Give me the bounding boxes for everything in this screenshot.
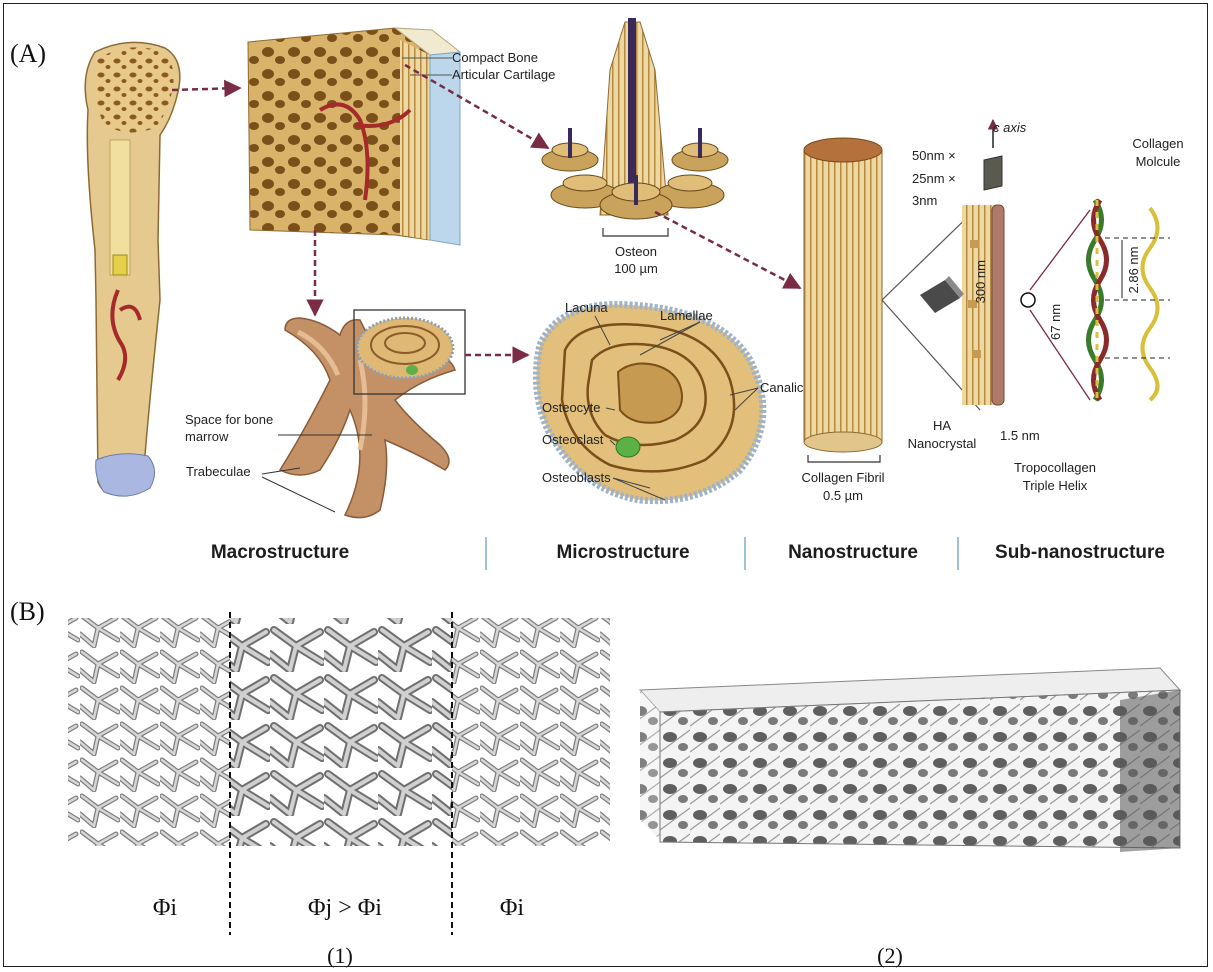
label-collagen-molecule-1: Collagen xyxy=(1132,136,1183,151)
label-space-marrow-2: marrow xyxy=(185,429,229,444)
panel-b-tag: (B) xyxy=(10,597,45,626)
label-crystal-dim-1: 50nm × xyxy=(912,148,956,163)
label-trabeculae: Trabeculae xyxy=(186,464,251,479)
label-collagen-fibril: Collagen Fibril xyxy=(801,470,884,485)
collagen-fibril xyxy=(804,138,882,452)
label-ha-1: HA xyxy=(933,418,951,433)
label-osteocyte: Osteocyte xyxy=(542,400,601,415)
label-space-marrow-1: Space for bone xyxy=(185,412,273,427)
label-phi-middle: Φj > Φi xyxy=(308,895,382,921)
label-crystal-dim-2: 25nm × xyxy=(912,171,956,186)
caption-1: (1) xyxy=(327,943,353,968)
label-300nm: 300 nm xyxy=(973,260,988,303)
bone-cross-section-cube xyxy=(248,28,460,245)
osteon-illustration xyxy=(542,18,728,219)
label-osteoclast: Osteoclast xyxy=(542,432,604,447)
graded-scaffold-render xyxy=(68,618,610,846)
label-2-86nm: 2.86 nm xyxy=(1126,247,1141,294)
collagen-molecule xyxy=(1143,208,1158,400)
label-c-axis: c axis xyxy=(993,120,1027,135)
label-1-5nm: 1.5 nm xyxy=(1000,428,1040,443)
label-compact-bone: Compact Bone xyxy=(452,50,538,65)
label-tropo-2: Triple Helix xyxy=(1023,478,1088,493)
label-phi-left: Φi xyxy=(153,895,178,921)
label-osteoblasts: Osteoblasts xyxy=(542,470,611,485)
label-tropo-1: Tropocollagen xyxy=(1014,460,1096,475)
triple-helix xyxy=(1089,200,1107,400)
section-nanostructure: Nanostructure xyxy=(788,542,918,563)
ha-crystal-lattice xyxy=(962,205,1035,405)
trabecular-bone-scan xyxy=(640,668,1180,852)
label-67nm: 67 nm xyxy=(1048,304,1063,340)
label-ha-2: Nanocrystal xyxy=(908,436,977,451)
caption-2: (2) xyxy=(877,943,903,968)
label-lamellae: Lamellae xyxy=(660,308,713,323)
label-collagen-molecule-2: Molcule xyxy=(1136,154,1181,169)
section-microstructure: Microstructure xyxy=(556,542,689,563)
label-lacuna: Lacuna xyxy=(565,300,608,315)
section-macrostructure: Macrostructure xyxy=(211,542,349,563)
label-fibril-size: 0.5 µm xyxy=(823,488,863,503)
label-crystal-dim-3: 3nm xyxy=(912,193,937,208)
label-osteon: Osteon xyxy=(615,244,657,259)
section-sub-nanostructure: Sub-nanostructure xyxy=(995,542,1165,563)
label-osteon-size: 100 µm xyxy=(614,261,658,276)
label-phi-right: Φi xyxy=(500,895,525,921)
label-articular-cartilage: Articular Cartilage xyxy=(452,67,555,82)
zoom-box-osteon-cut xyxy=(357,318,453,378)
panel-a-tag: (A) xyxy=(10,39,46,68)
long-bone-illustration xyxy=(85,42,180,496)
